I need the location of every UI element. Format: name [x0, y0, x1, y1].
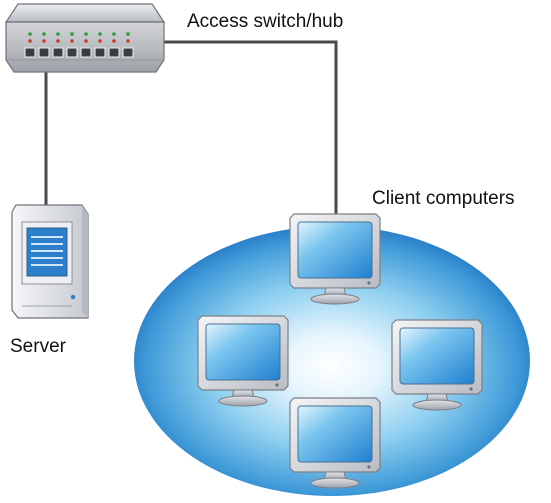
switch-led-red — [126, 39, 130, 43]
switch-port[interactable] — [108, 47, 120, 58]
switch-led-green — [56, 32, 60, 36]
client-network-ellipse — [134, 226, 530, 496]
switch-port[interactable] — [24, 47, 36, 58]
switch-port-row — [24, 47, 134, 58]
switch-led-red — [98, 39, 102, 43]
switch-led-red — [70, 39, 74, 43]
switch-led-green — [98, 32, 102, 36]
switch-led-green — [70, 32, 74, 36]
server-label: Server — [10, 336, 66, 357]
switch-led-red — [56, 39, 60, 43]
switch-port[interactable] — [38, 47, 50, 58]
switch-port[interactable] — [80, 47, 92, 58]
switch-led-red — [42, 39, 46, 43]
switch-led-green — [42, 32, 46, 36]
switch-port[interactable] — [52, 47, 64, 58]
server-tower-icon[interactable] — [11, 204, 89, 319]
switch-led-green — [112, 32, 116, 36]
switch-port[interactable] — [66, 47, 78, 58]
switch-label: Access switch/hub — [187, 11, 344, 32]
network-cables — [44, 40, 338, 214]
switch-led-row — [28, 32, 130, 43]
switch-port[interactable] — [94, 47, 106, 58]
client-computers-label: Client computers — [372, 188, 515, 209]
switch-led-green — [28, 32, 32, 36]
switch-led-red — [28, 39, 32, 43]
switch-led-red — [112, 39, 116, 43]
switch-port[interactable] — [122, 47, 134, 58]
switch-led-green — [126, 32, 130, 36]
switch-led-green — [84, 32, 88, 36]
network-switch-icon[interactable] — [4, 3, 166, 73]
switch-to-client-cable — [160, 40, 338, 214]
switch-led-red — [84, 39, 88, 43]
